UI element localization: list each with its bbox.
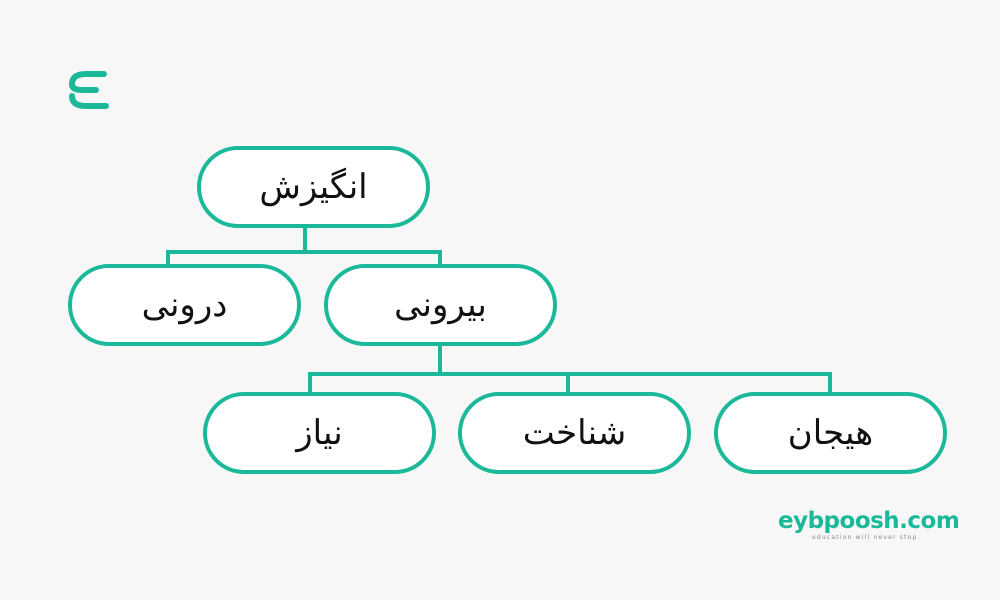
node-need-label: نیاز bbox=[296, 413, 343, 453]
node-internal: درونی bbox=[68, 264, 301, 346]
brand-tagline: education will never stop bbox=[812, 534, 918, 541]
eybpoosh-logo-icon bbox=[68, 71, 109, 109]
brand-watermark: eybpoosh.com education will never stop bbox=[778, 508, 960, 542]
node-emotion: هیجان bbox=[714, 392, 947, 474]
node-motivation-label: انگیزش bbox=[259, 167, 368, 207]
brand-name: eybpoosh.com bbox=[778, 508, 960, 534]
node-internal-label: درونی bbox=[141, 285, 228, 325]
node-cognition-label: شناخت bbox=[522, 413, 627, 453]
node-motivation: انگیزش bbox=[197, 146, 430, 228]
node-need: نیاز bbox=[203, 392, 436, 474]
node-external-label: بیرونی bbox=[394, 285, 487, 325]
node-cognition: شناخت bbox=[458, 392, 691, 474]
node-external: بیرونی bbox=[324, 264, 557, 346]
node-emotion-label: هیجان bbox=[787, 413, 874, 453]
